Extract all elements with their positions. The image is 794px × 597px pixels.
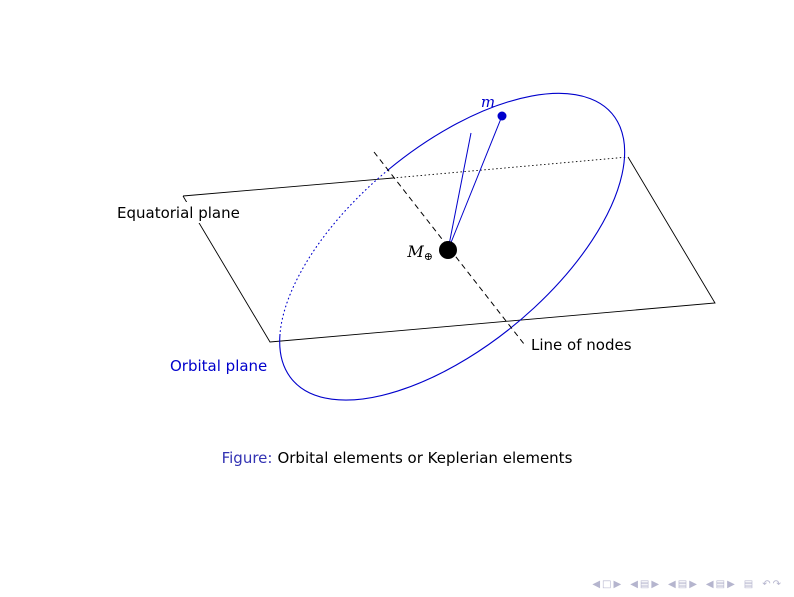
figure-caption: Figure:Orbital elements or Keplerian ele… [222,449,573,467]
nav-next-frame-icon[interactable]: ▶ [651,579,660,590]
nav-prev-subsection-icon[interactable]: ◀ [668,579,676,590]
line-of-nodes-label-background [528,335,650,355]
orbital-plane-label: Orbital plane [170,357,267,375]
nav-prev-frame-icon[interactable]: ◀ [630,579,638,590]
nav-next-slide-icon[interactable]: ▶ [613,579,622,590]
nav-prev-section-icon[interactable]: ◀ [705,579,714,590]
central-mass-subscript: ⊕ [424,250,433,263]
equatorial-plane-top-edge-visible [182,177,394,197]
equatorial-plane-top-edge-hidden [392,156,629,179]
central-mass-symbol: M [406,242,424,261]
orbiting-mass-label: m [481,93,495,111]
radius-vector-to-mass [447,115,503,251]
orbit-ellipse-visible-arc [279,92,626,401]
earth-dot [439,241,457,259]
orbiting-mass-dot [497,111,507,121]
nav-next-subsection-icon[interactable]: ▶ [689,579,697,590]
radius-vector-secondary [447,132,472,251]
nav-next-section-icon[interactable]: ▶ [727,579,735,590]
equatorial-plane-outline [182,156,716,343]
nav-back-icon[interactable]: ↶ [762,579,771,590]
orbital-plane-label-background [167,355,280,376]
figure-caption-text: Orbital elements or Keplerian elements [277,449,572,467]
central-mass-label-background [395,241,435,260]
beamer-navigation-bar: ◀□▶◀▤▶◀▤▶◀▤▶▤↶↷ [591,579,782,591]
nav-slide-icon[interactable]: □ [602,579,612,590]
line-of-nodes-label: Line of nodes [531,336,632,354]
nav-frame-icon[interactable]: ▤ [639,579,650,590]
line-of-nodes [373,151,525,345]
nav-forward-icon[interactable]: ↷ [772,579,781,590]
central-mass-label: M⊕ [406,242,433,263]
figure-caption-label: Figure: [222,449,273,467]
nav-prev-slide-icon[interactable]: ◀ [592,579,601,590]
nav-section-icon[interactable]: ▤ [715,579,726,590]
nav-subsection-icon[interactable]: ▤ [677,579,688,590]
nav-presentation-icon[interactable]: ▤ [743,579,754,590]
equatorial-plane-label-background [114,202,256,223]
equatorial-plane-label: Equatorial plane [117,204,240,222]
orbit-ellipse-hidden-arc [279,169,389,335]
